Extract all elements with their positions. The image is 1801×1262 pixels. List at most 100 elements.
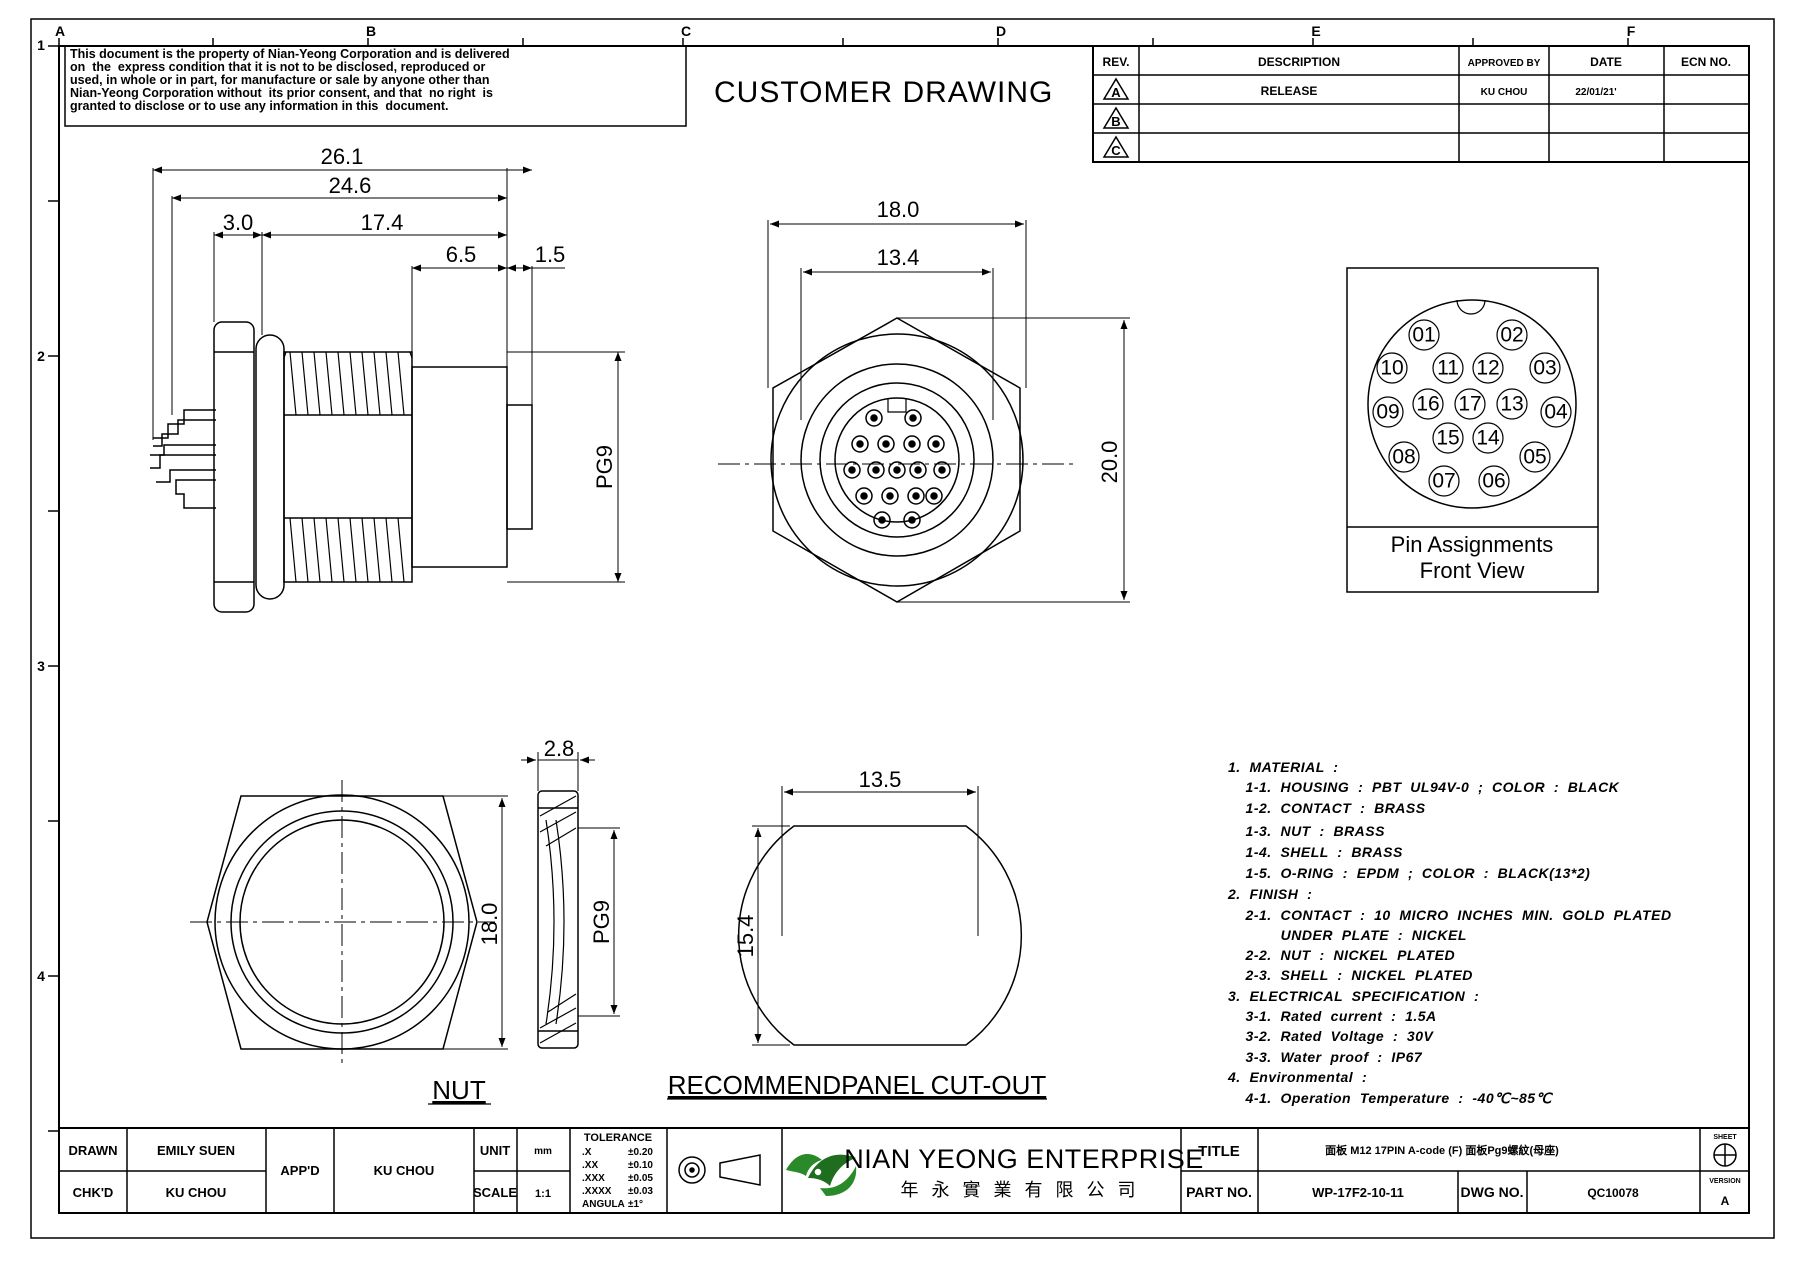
tolerance-label: TOLERANCE [584,1132,652,1144]
zone-labels: A B C D E F 1 2 3 4 [37,23,1636,984]
nut-side-view [537,790,579,1049]
part-no-value: WP-17F2-10-11 [1312,1185,1404,1200]
nut-dimensions [443,795,508,1050]
unit-value: mm [534,1146,552,1157]
appd-value: KU CHOU [374,1163,435,1178]
note-line: 1-1. HOUSING : PBT UL94V-0 ; COLOR : BLA… [1228,779,1620,795]
dim-20-0: 20.0 [1097,441,1122,484]
cutout-dimensions [752,786,979,1046]
pin-label: 08 [1392,446,1415,469]
zone-row-label: 1 [37,37,45,53]
zone-row-label: 3 [37,658,45,674]
front-dimensions [767,220,1130,603]
dim-1-5: 1.5 [535,242,566,267]
tolerance-value: ±0.03 [628,1186,653,1197]
title-block [58,1127,1750,1214]
pin-label: 06 [1482,470,1505,493]
dim-pg9: PG9 [592,445,617,489]
rev-letter: A [1111,85,1121,100]
title-value: 面板 M12 17PIN A-code (F) 面板Pg9螺紋(母座) [1325,1143,1559,1157]
version-label: VERSION [1709,1178,1741,1185]
contact-holes [843,409,951,529]
revision-table: REV. DESCRIPTION APPROVED BY DATE ECN NO… [1092,45,1750,163]
note-line: 1-5. O-RING : EPDM ; COLOR : BLACK(13*2) [1228,865,1591,881]
front-dimension-labels: 18.0 13.4 20.0 [877,197,1122,483]
description-header: DESCRIPTION [1258,55,1340,69]
tolerance-list: .X ±0.20 .XX ±0.10 .XXX ±0.05 .XXXX ±0.0… [582,1147,653,1210]
zone-col-label: C [681,23,691,39]
zone-col-label: D [996,23,1006,39]
scale-label: SCALE [473,1185,517,1200]
pin-label: 09 [1376,401,1399,424]
side-dimension-labels: 26.1 24.6 3.0 17.4 6.5 1.5 PG9 [223,144,617,489]
note-line: 2-3. SHELL : NICKEL PLATED [1228,967,1473,983]
tolerance-key: .XX [582,1160,598,1171]
company-name: NIAN YEONG ENTERPRISE [844,1144,1204,1174]
pin-label: 10 [1380,357,1403,380]
rev-letter: C [1111,143,1121,158]
rev-header: REV. [1103,55,1130,69]
zone-col-label: B [366,23,376,39]
zone-row-label: 4 [37,968,45,984]
note-line: 3-2. Rated Voltage : 30V [1228,1028,1434,1044]
title-label: TITLE [1198,1143,1240,1160]
rev-approved-by: KU CHOU [1481,87,1528,98]
drawn-label: DRAWN [68,1143,117,1158]
note-line: 4-1. Operation Temperature : -40℃~85℃ [1228,1090,1552,1106]
dim-6-5: 6.5 [446,242,477,267]
pin-label: 05 [1523,446,1546,469]
tolerance-key: .X [582,1147,592,1158]
tolerance-value: ±0.20 [628,1147,653,1158]
tolerance-value: ±0.10 [628,1160,653,1171]
nut-side-dimension-labels: 2.8 PG9 [544,736,614,944]
pin-caption-line1: Pin Assignments [1391,532,1554,557]
note-line: 2-1. CONTACT : 10 MICRO INCHES MIN. GOLD… [1228,907,1672,923]
note-line: 2-2. NUT : NICKEL PLATED [1228,947,1456,963]
date-header: DATE [1590,55,1622,69]
nut-caption: NUT [432,1075,486,1105]
note-line: 3-3. Water proof : IP67 [1228,1049,1423,1065]
dim-3-0: 3.0 [223,210,254,235]
nut-front-view [190,780,495,1065]
appd-label: APP'D [280,1163,319,1178]
tolerance-key: ANGULA [582,1199,625,1210]
dim-13-4: 13.4 [877,245,920,270]
front-view [718,317,1076,603]
note-line: 4. Environmental : [1228,1069,1368,1085]
thread-lines [283,351,413,583]
title-block-text: DRAWN EMILY SUEN CHK'D KU CHOU APP'D KU … [68,1132,1740,1208]
drawn-value: EMILY SUEN [157,1143,235,1158]
pin-label: 14 [1476,427,1500,450]
rev-description: RELEASE [1261,84,1318,98]
side-view [150,321,533,613]
panel-cutout-view [737,825,1023,1046]
scale-value: 1:1 [535,1188,551,1200]
approved-by-header: APPROVED BY [1468,58,1541,69]
company-logo [786,1154,857,1196]
drawing-title: CUSTOMER DRAWING [714,76,1053,109]
zone-col-label: E [1311,23,1320,39]
pin-labels: 01 02 03 04 05 06 07 08 09 10 11 12 13 1… [1372,319,1572,497]
note-line: 1-2. CONTACT : BRASS [1228,800,1426,816]
cutout-dimension-labels: 13.5 15.4 [733,767,901,957]
cutout-caption: RECOMMENDPANEL CUT-OUT [668,1070,1047,1100]
rev-letter: B [1111,114,1120,129]
pin-label: 04 [1544,401,1568,424]
zone-row-label: 2 [37,348,45,364]
zone-col-label: A [55,23,65,39]
version-value: A [1721,1194,1730,1208]
note-line: 1-4. SHELL : BRASS [1228,844,1403,860]
ecn-header: ECN NO. [1681,55,1731,69]
dim-24-6: 24.6 [329,173,372,198]
tolerance-key: .XXXX [582,1186,612,1197]
zone-col-label: F [1627,23,1636,39]
pin-label: 11 [1437,357,1459,380]
pin-label: 15 [1436,427,1459,450]
chkd-value: KU CHOU [166,1185,227,1200]
pin-label: 13 [1500,393,1523,416]
notice-box [64,45,687,127]
pin-caption: Pin Assignments Front View [1391,532,1554,583]
dwg-no-value: QC10078 [1587,1186,1639,1200]
pin-label: 16 [1416,393,1439,416]
